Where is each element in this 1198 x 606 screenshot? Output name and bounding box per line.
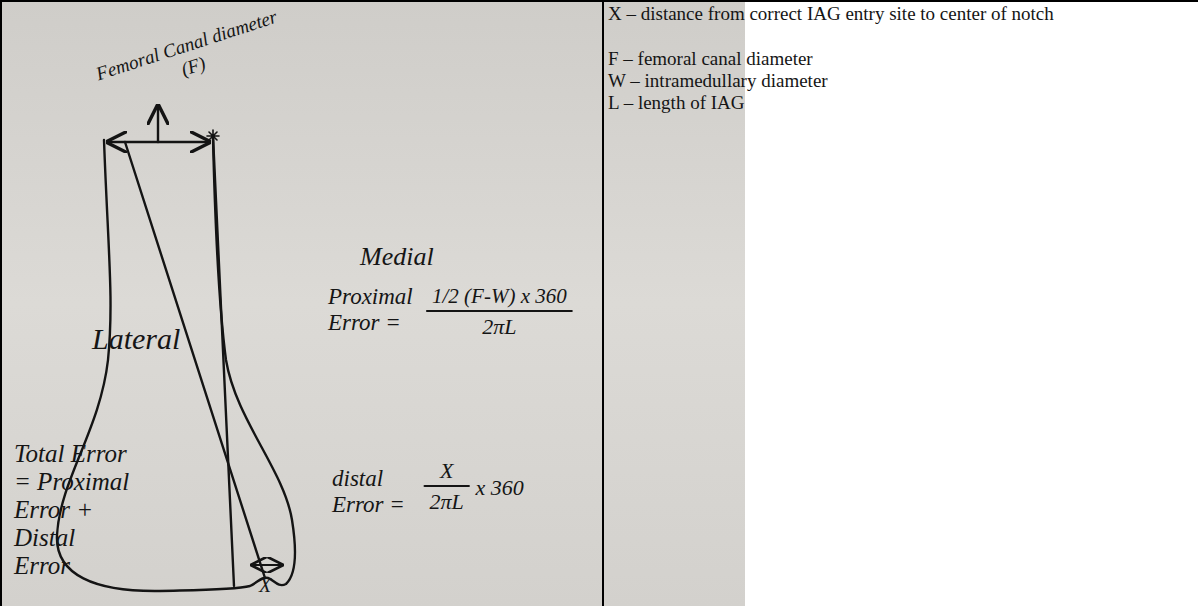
handwritten-label: Proximal Error = (328, 284, 424, 336)
guide-line (213, 136, 234, 586)
frame-line (0, 0, 1198, 2)
pointer-arrow (157, 106, 159, 142)
handwritten-label: X (440, 458, 453, 484)
divider-line (602, 0, 604, 606)
handwritten-label: 2πL (482, 314, 516, 340)
handwritten-label: Lateral (92, 322, 180, 356)
fraction-bar (427, 310, 572, 312)
femur-outline (57, 138, 295, 591)
handwritten-label: 1/2 (F-W) x 360 (432, 284, 567, 309)
legend-note: X – distance from correct IAG entry site… (608, 3, 1168, 25)
frame-line (0, 0, 2, 606)
handwritten-label: distal Error = (332, 466, 422, 518)
legend-note: F – femoral canal diameter (608, 48, 1168, 70)
entry-star (207, 130, 219, 142)
handwritten-label: Total Error = Proximal Error + Distal Er… (14, 440, 136, 580)
handwritten-label: 2πL (430, 489, 464, 515)
guide-line (125, 142, 265, 578)
legend-note: W – intramedullary diameter (608, 70, 1168, 92)
legend-note: L – length of IAG (608, 92, 1168, 114)
handwritten-label: x 360 (475, 475, 523, 501)
fraction-bar (425, 485, 469, 487)
dimension-arrow (252, 564, 282, 566)
handwritten-label: X (259, 574, 271, 597)
handwritten-label: Medial (360, 242, 434, 272)
